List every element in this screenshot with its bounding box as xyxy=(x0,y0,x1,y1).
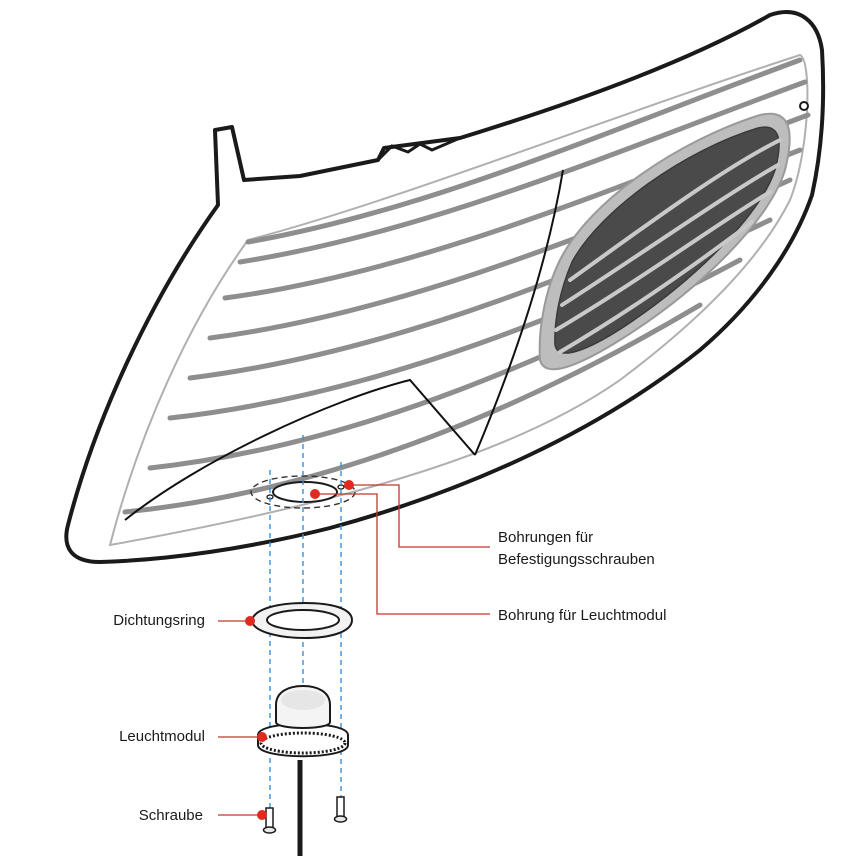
module-gear-teeth xyxy=(259,731,347,755)
callout-dot-mounting-holes xyxy=(344,480,354,490)
reflector-rib xyxy=(568,138,782,282)
label-seal-ring: Dichtungsring xyxy=(113,612,205,629)
seal-ring-hole xyxy=(266,609,340,631)
reflector-window xyxy=(538,112,791,371)
callout-labels: Bohrungen für Befestigungsschrauben Bohr… xyxy=(113,529,666,824)
label-light-module: Leuchtmodul xyxy=(119,728,205,745)
label-mounting-holes-line2: Befestigungsschrauben xyxy=(498,551,655,568)
lens-rib xyxy=(245,57,803,245)
callout-dots xyxy=(245,480,354,820)
reflector-rib xyxy=(560,163,780,307)
label-module-hole: Bohrung für Leuchtmodul xyxy=(498,607,666,624)
housing-screw-hole xyxy=(799,101,809,111)
module-hole xyxy=(272,481,338,503)
lens-border xyxy=(108,53,809,547)
callout-dot-light-module xyxy=(257,732,267,742)
callout-dot-module-hole xyxy=(310,489,320,499)
seal-ring xyxy=(250,601,354,640)
reflector-rib xyxy=(554,190,772,332)
screw-left xyxy=(262,807,277,834)
callout-dot-seal-ring xyxy=(245,616,255,626)
leader-mounting-holes xyxy=(349,484,490,548)
design-line-curve xyxy=(124,378,476,521)
reflector-rib xyxy=(558,220,754,354)
module-dome-highlight xyxy=(281,690,325,710)
housing-outline xyxy=(64,10,826,564)
screws xyxy=(262,796,348,834)
design-line-diagonal xyxy=(474,169,564,456)
callout-leaders xyxy=(218,484,490,816)
light-module xyxy=(257,684,349,856)
screw-hole-right xyxy=(337,484,345,490)
label-screw: Schraube xyxy=(139,807,203,824)
lens-rib xyxy=(237,79,808,265)
lens-rib xyxy=(122,302,703,515)
leader-module-hole xyxy=(315,493,490,615)
top-tab xyxy=(376,136,461,162)
callout-dot-screw xyxy=(257,810,267,820)
label-mounting-holes-line1: Bohrungen für xyxy=(498,529,593,546)
screw-right xyxy=(333,796,348,823)
lamp-housing xyxy=(64,10,826,564)
